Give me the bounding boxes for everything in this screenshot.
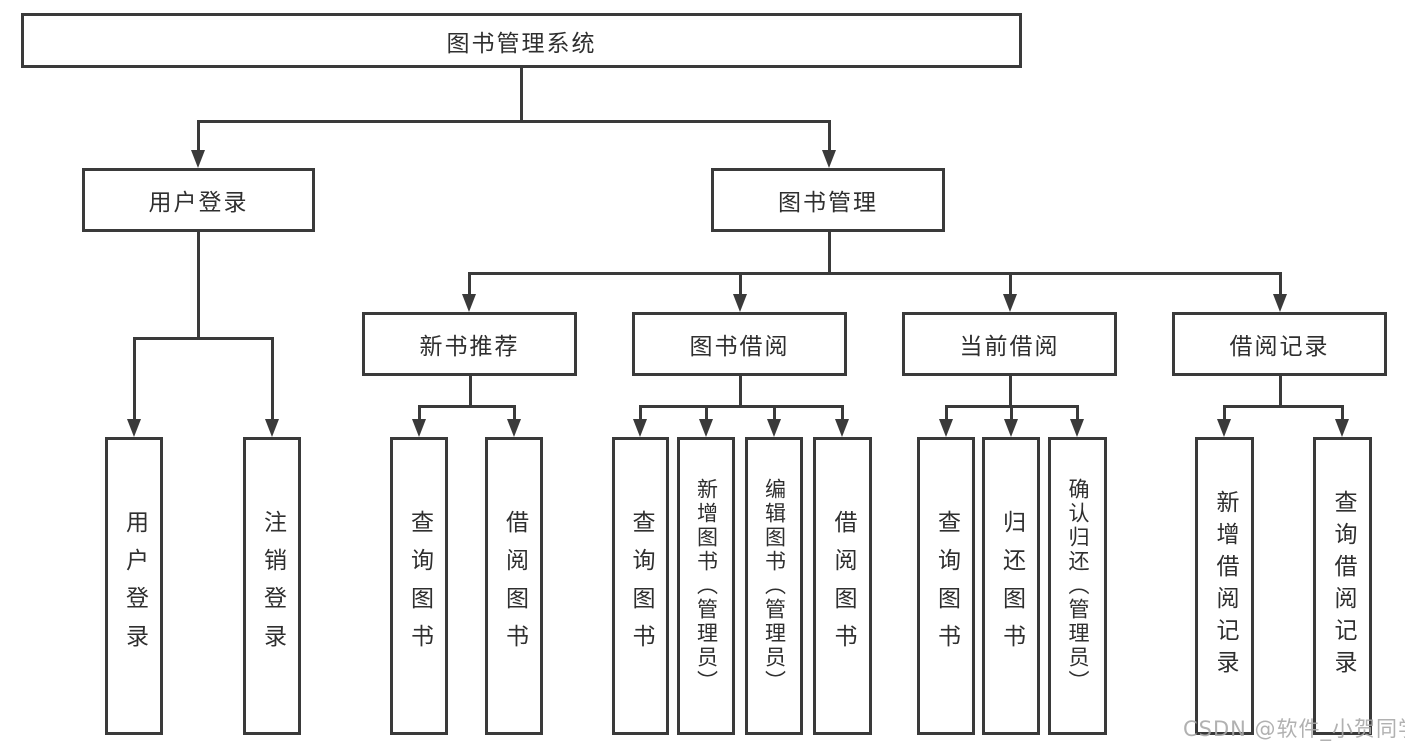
connector-line [512,406,516,421]
leaf-query-books-borrowing-label: 查询图书 [628,510,654,662]
leaf-query-books-recommend: 查询图书 [390,437,448,735]
node-current-borrowing-label: 当前借阅 [959,334,1060,360]
node-book-management-label: 图书管理 [778,190,878,216]
node-book-borrowing-label: 图书借阅 [689,334,790,360]
arrow-down-icon [462,294,476,312]
connector-line [638,404,844,408]
leaf-user-login: 用户登录 [105,437,163,735]
leaf-edit-book-admin: 编辑图书（管理员） [745,437,803,735]
arrow-down-icon [767,419,781,437]
leaf-query-books-recommend-label: 查询图书 [406,510,433,662]
connector-line [1278,376,1282,406]
connector-line [519,68,523,121]
connector-line [1278,273,1282,296]
connector-line [738,376,742,406]
arrow-down-icon [127,419,141,437]
connector-line [417,406,421,421]
leaf-add-book-admin: 新增图书（管理员） [677,437,735,735]
arrow-down-icon [733,294,747,312]
connector-line [704,406,708,421]
leaf-borrow-books-recommend: 借阅图书 [485,437,543,735]
connector-line [772,406,776,421]
leaf-query-borrow-record-label: 查询借阅记录 [1330,490,1356,682]
arrow-down-icon [1217,419,1231,437]
connector-line [1222,404,1344,408]
node-book-borrowing: 图书借阅 [632,312,847,376]
leaf-query-books-current: 查询图书 [917,437,975,735]
node-user-login: 用户登录 [82,168,315,232]
arrow-down-icon [1003,294,1017,312]
node-root-label: 图书管理系统 [446,30,597,57]
node-new-book-recommendation: 新书推荐 [362,312,577,376]
leaf-add-book-admin-label: 新增图书（管理员） [694,478,719,694]
leaf-add-borrow-record: 新增借阅记录 [1195,437,1254,735]
leaf-edit-book-admin-label: 编辑图书（管理员） [762,478,787,694]
node-borrowing-records-label: 借阅记录 [1229,334,1330,360]
arrow-down-icon [822,150,836,168]
arrow-down-icon [1273,294,1287,312]
leaf-query-books-borrowing: 查询图书 [612,437,669,735]
arrow-down-icon [412,419,426,437]
connector-line [827,121,831,153]
leaf-return-book-label: 归还图书 [998,510,1025,662]
connector-line [132,338,136,422]
node-borrowing-records: 借阅记录 [1172,312,1387,376]
connector-line [1008,376,1012,406]
csdn-watermark: CSDN @软件_小贺同学 [1183,717,1405,741]
connector-line [1009,406,1013,421]
leaf-user-login-label: 用户登录 [121,510,148,662]
connector-line [1340,406,1344,421]
leaf-confirm-return-admin: 确认归还（管理员） [1048,437,1107,735]
node-user-login-label: 用户登录 [148,190,249,216]
arrow-down-icon [939,419,953,437]
connector-line [1008,273,1012,296]
leaf-borrow-books-borrowing: 借阅图书 [813,437,872,735]
connector-line [196,119,831,123]
connector-line [840,406,844,421]
leaf-logout: 注销登录 [243,437,301,735]
connector-line [270,338,274,422]
connector-line [1075,406,1079,421]
connector-line [196,232,200,338]
arrow-down-icon [507,419,521,437]
arrow-down-icon [191,150,205,168]
arrow-down-icon [633,419,647,437]
connector-line [196,121,200,153]
connector-line [468,376,472,406]
leaf-query-borrow-record: 查询借阅记录 [1313,437,1372,735]
connector-line [638,406,642,421]
connector-line [944,406,948,421]
leaf-logout-label: 注销登录 [259,510,286,662]
leaf-query-books-current-label: 查询图书 [933,510,960,662]
leaf-borrow-books-recommend-label: 借阅图书 [501,510,528,662]
connector-line [132,336,274,340]
node-book-management: 图书管理 [711,168,945,232]
connector-line [467,271,1282,275]
arrow-down-icon [835,419,849,437]
connector-line [417,404,516,408]
arrow-down-icon [1004,419,1018,437]
leaf-borrow-books-borrowing-label: 借阅图书 [830,510,856,662]
leaf-add-borrow-record-label: 新增借阅记录 [1212,490,1238,682]
leaf-return-book: 归还图书 [982,437,1040,735]
node-current-borrowing: 当前借阅 [902,312,1117,376]
arrow-down-icon [265,419,279,437]
connector-line [738,273,742,296]
connector-line [827,232,831,273]
connector-line [1222,406,1226,421]
node-new-book-recommendation-label: 新书推荐 [419,334,520,360]
leaf-confirm-return-admin-label: 确认归还（管理员） [1066,478,1090,694]
node-root: 图书管理系统 [21,13,1022,68]
arrow-down-icon [1070,419,1084,437]
arrow-down-icon [1335,419,1349,437]
arrow-down-icon [699,419,713,437]
connector-line [467,273,471,296]
